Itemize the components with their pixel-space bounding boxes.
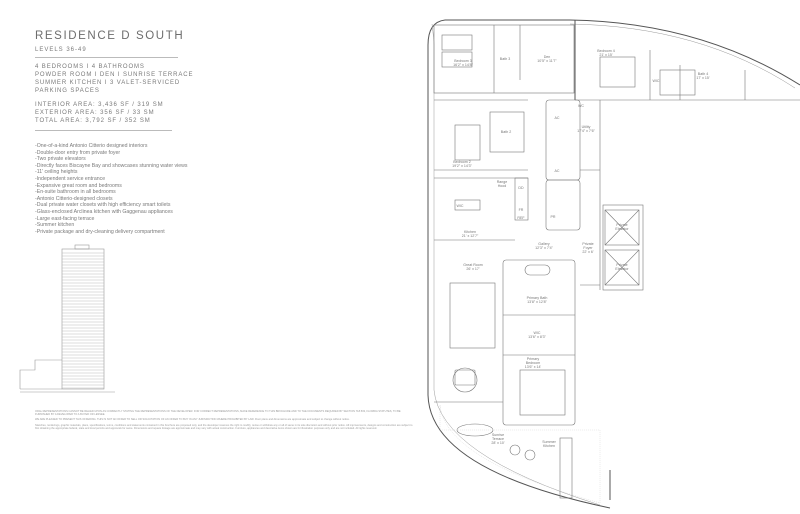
unit-specs: 4 BEDROOMS I 4 BATHROOMS POWDER ROOM I D…: [35, 63, 193, 95]
spec-line: 4 BEDROOMS I 4 BATHROOMS: [35, 64, 145, 70]
disclaimer-paragraph: Sketches, renderings, graphic materials,…: [35, 423, 413, 430]
room-label-bath-2: Bath 2: [501, 130, 511, 134]
feature-item: -One-of-a-kind Antonio Citterio designed…: [35, 143, 148, 149]
room-label-ac: AC: [555, 169, 560, 173]
room-label-ref: REF: [517, 216, 525, 220]
feature-item: -Independent service entrance: [35, 175, 106, 182]
feature-item: -Double-door entry from private foyer: [35, 149, 121, 156]
divider: [35, 130, 172, 131]
disclaimer-paragraph: WE ARE PLEASED TO PRESENT THIS OFFERING.…: [35, 418, 350, 422]
room-label-fr: FR: [519, 208, 524, 212]
feature-item: -Expansive great room and bedrooms: [35, 182, 122, 189]
feature-item: -En-suite bathroom in all bedrooms: [35, 189, 116, 196]
exterior-wall: [445, 19, 800, 86]
levels-label: LEVELS 36-49: [35, 47, 87, 53]
room-label-wic: WIC: [653, 79, 660, 83]
feature-item: -Two private elevators: [35, 156, 86, 163]
feature-item: -11' ceiling heights: [35, 169, 78, 176]
room-label-ac: AC: [555, 116, 560, 120]
divider: [35, 57, 178, 58]
terrace-hatch: [439, 404, 601, 504]
spec-line: SUMMER KITCHEN I 3 VALET-SERVICED: [35, 80, 181, 86]
feature-item: -Dual private water closets with high ef…: [35, 202, 171, 209]
room-label-wic: WIC: [457, 204, 464, 208]
legal-disclaimer: ORAL REPRESENTATIONS CANNOT BE RELIED UP…: [35, 410, 415, 432]
room-label-bath-3: Bath 3: [500, 57, 510, 61]
feature-item: -Summer kitchen: [35, 222, 75, 229]
room-label-powder-room: PR: [551, 215, 556, 219]
disclaimer-paragraph: ORAL REPRESENTATIONS CANNOT BE RELIED UP…: [35, 410, 401, 417]
total-area: TOTAL AREA: 3,792 SF / 352 SM: [35, 118, 151, 124]
feature-item: -Directly faces Biscayne Bay and showcas…: [35, 162, 188, 169]
room-label-wc: WC: [578, 104, 584, 108]
feature-list: -One-of-a-kind Antonio Citterio designed…: [35, 143, 188, 235]
feature-item: -Private package and dry-cleaning delive…: [35, 228, 165, 235]
feature-item: -Antonio Citterio-designed closets: [35, 195, 113, 202]
feature-item: -Glass-enclosed Arclinea kitchen with Ga…: [35, 208, 173, 215]
building-elevation-illustration: [19, 244, 115, 393]
spec-line: POWDER ROOM I DEN I SUNRISE TERRACE: [35, 72, 194, 78]
area-summary: INTERIOR AREA: 3,436 SF / 319 SM EXTERIO…: [35, 101, 164, 125]
exterior-wall: [427, 19, 611, 509]
feature-item: -Large east-facing terrace: [35, 215, 95, 222]
spec-line: PARKING SPACES: [35, 88, 100, 94]
residence-title: RESIDENCE D SOUTH: [35, 30, 185, 42]
interior-area: INTERIOR AREA: 3,436 SF / 319 SM: [35, 102, 164, 108]
exterior-area: EXTERIOR AREA: 356 SF / 33 SM: [35, 110, 155, 116]
room-label-dd: DD: [518, 186, 524, 190]
